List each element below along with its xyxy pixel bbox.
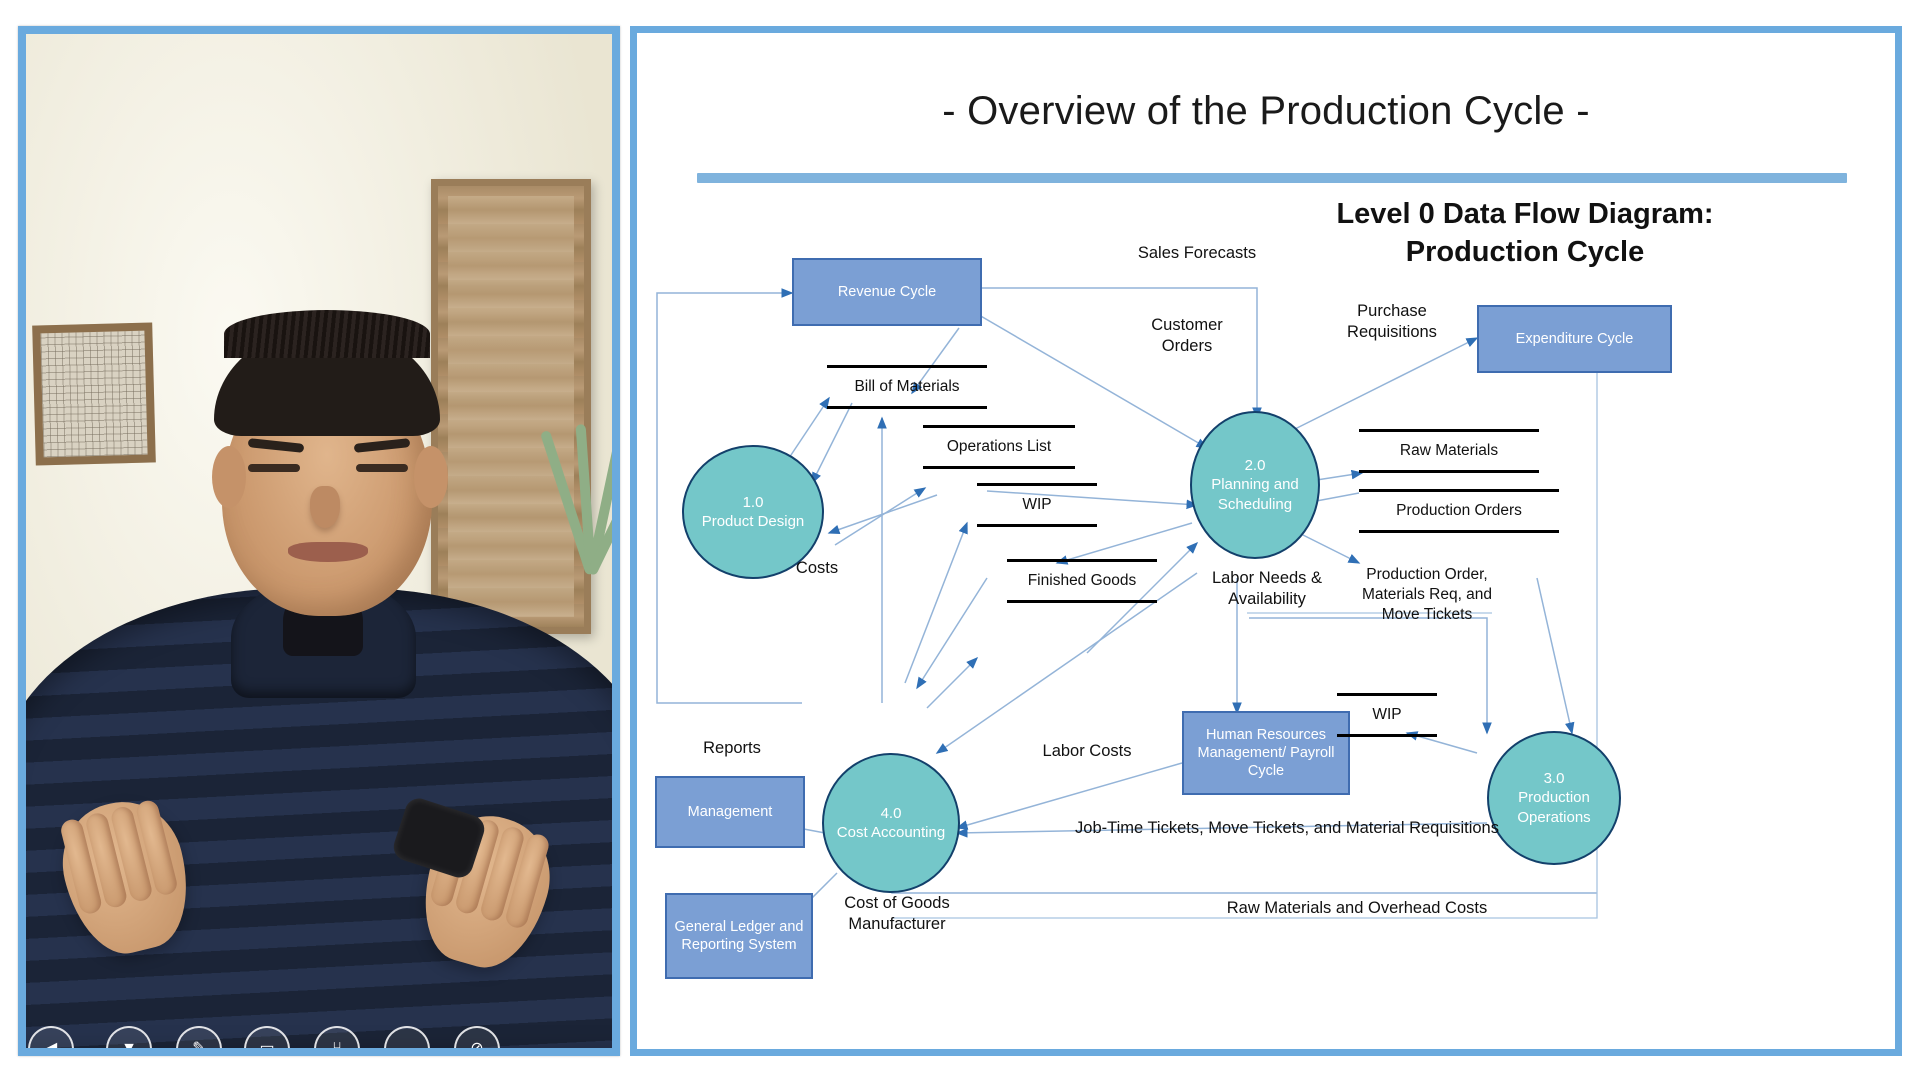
presentation-toolbar: ◀ ▼ ✎ ▭ ⑂ ⊘ xyxy=(26,1004,612,1048)
external-entity-general-ledger-label: General Ledger and Reporting System xyxy=(674,918,804,953)
data-store-wip-right[interactable]: WIP xyxy=(1337,693,1437,737)
flow-label-sales-forecasts: Sales Forecasts xyxy=(1137,244,1257,262)
data-store-operations-list[interactable]: Operations List xyxy=(923,425,1075,469)
process-cost-accounting[interactable]: 4.0 Cost Accounting xyxy=(822,753,960,893)
process-4-number: 4.0 xyxy=(880,804,902,822)
flow-label-purchase-requisitions: Purchase Requisitions xyxy=(1347,302,1437,342)
external-entity-revenue-cycle[interactable]: Revenue Cycle xyxy=(792,258,982,326)
data-store-operations-list-label: Operations List xyxy=(946,438,1052,455)
blank-button[interactable] xyxy=(384,1026,430,1048)
flow-label-raw-materials-overhead: Raw Materials and Overhead Costs xyxy=(1226,899,1488,917)
data-store-finished-goods-label: Finished Goods xyxy=(1027,572,1137,589)
process-3-number: 3.0 xyxy=(1543,769,1565,787)
process-4-name: Cost Accounting xyxy=(836,824,946,841)
presenter-ear-left xyxy=(212,446,246,508)
external-entity-general-ledger[interactable]: General Ledger and Reporting System xyxy=(665,893,813,979)
flow-label-production-order-materials: Production Order, Materials Req, and Mov… xyxy=(1361,566,1493,623)
process-product-design[interactable]: 1.0 Product Design xyxy=(682,445,824,579)
dfd-heading-line1: Level 0 Data Flow Diagram: xyxy=(1336,198,1714,230)
flow-label-reports: Reports xyxy=(703,739,761,757)
data-flow-diagram: Revenue Cycle Expenditure Cycle Human Re… xyxy=(637,233,1895,1049)
pointer-icon: ⑂ xyxy=(332,1041,342,1049)
presenter-eye-left xyxy=(248,464,300,472)
webcam-video-panel[interactable]: ◀ ▼ ✎ ▭ ⑂ ⊘ xyxy=(18,26,620,1056)
process-cost-accounting-label: 4.0 Cost Accounting xyxy=(837,804,945,843)
slide-title: - Overview of the Production Cycle - xyxy=(942,89,1590,133)
screen-icon: ▭ xyxy=(259,1041,274,1049)
flow-label-labor-costs: Labor Costs xyxy=(1042,742,1132,760)
data-store-wip-left-label: WIP xyxy=(1022,496,1052,513)
slide-panel[interactable]: - Overview of the Production Cycle - Lev… xyxy=(630,26,1902,1056)
flow-label-customer-orders: Customer Orders xyxy=(1151,316,1223,356)
flow-label-labor-needs: Labor Needs & Availability xyxy=(1211,569,1323,609)
data-store-production-orders[interactable]: Production Orders xyxy=(1359,489,1559,533)
title-divider xyxy=(697,173,1847,183)
presenter-hair xyxy=(214,310,440,436)
back-icon: ◀ xyxy=(45,1041,57,1049)
process-3-name: Production Operations xyxy=(1517,789,1591,826)
webcam-video-frame: ◀ ▼ ✎ ▭ ⑂ ⊘ xyxy=(26,34,612,1048)
data-store-raw-materials[interactable]: Raw Materials xyxy=(1359,429,1539,473)
data-store-production-orders-label: Production Orders xyxy=(1396,502,1522,519)
data-store-finished-goods[interactable]: Finished Goods xyxy=(1007,559,1157,603)
flow-label-cost-of-goods: Cost of Goods Manufacturer xyxy=(844,894,950,934)
flow-label-costs: Costs xyxy=(795,559,839,577)
process-2-name: Planning and Scheduling xyxy=(1211,476,1299,513)
data-store-raw-materials-label: Raw Materials xyxy=(1399,442,1499,459)
data-store-bill-of-materials-label: Bill of Materials xyxy=(854,378,960,395)
dfd-heading-line2: Production Cycle xyxy=(1405,236,1645,269)
play-icon: ▼ xyxy=(121,1041,137,1049)
presenter xyxy=(26,298,612,1048)
presenter-nose xyxy=(310,486,340,528)
back-button[interactable]: ◀ xyxy=(28,1026,74,1048)
diagram-connectors xyxy=(656,287,1598,935)
external-entity-revenue-cycle-label: Revenue Cycle xyxy=(837,283,937,300)
process-1-number: 1.0 xyxy=(742,493,764,511)
data-store-wip-left[interactable]: WIP xyxy=(977,483,1097,527)
external-entity-expenditure-cycle-label: Expenditure Cycle xyxy=(1515,330,1634,347)
slide-content: - Overview of the Production Cycle - Lev… xyxy=(637,33,1895,1049)
play-button[interactable]: ▼ xyxy=(106,1026,152,1048)
screen-button[interactable]: ▭ xyxy=(244,1026,290,1048)
presenter-ear-right xyxy=(414,446,448,508)
external-entity-management[interactable]: Management xyxy=(655,776,805,848)
external-entity-expenditure-cycle[interactable]: Expenditure Cycle xyxy=(1477,305,1672,373)
process-production-operations[interactable]: 3.0 Production Operations xyxy=(1487,731,1621,865)
process-planning-scheduling-label: 2.0 Planning and Scheduling xyxy=(1192,456,1318,515)
wood-panel-inner xyxy=(448,196,574,617)
flow-label-job-time-tickets: Job-Time Tickets, Move Tickets, and Mate… xyxy=(1075,819,1499,837)
pointer-button[interactable]: ⑂ xyxy=(314,1026,360,1048)
process-production-operations-label: 3.0 Production Operations xyxy=(1489,769,1619,828)
data-store-bill-of-materials[interactable]: Bill of Materials xyxy=(827,365,987,409)
process-1-name: Product Design xyxy=(701,513,805,530)
external-entity-hr-payroll[interactable]: Human Resources Management/ Payroll Cycl… xyxy=(1182,711,1350,795)
pen-icon: ✎ xyxy=(192,1041,205,1049)
external-entity-management-label: Management xyxy=(687,803,773,820)
options-icon: ⊘ xyxy=(470,1041,483,1049)
process-planning-scheduling[interactable]: 2.0 Planning and Scheduling xyxy=(1190,411,1320,559)
dfd-heading: Level 0 Data Flow Diagram: Production Cy… xyxy=(1215,195,1835,272)
presenter-mouth xyxy=(288,542,368,562)
process-product-design-label: 1.0 Product Design xyxy=(702,493,805,532)
process-2-number: 2.0 xyxy=(1244,456,1266,474)
options-button[interactable]: ⊘ xyxy=(454,1026,500,1048)
presenter-eye-right xyxy=(356,464,408,472)
data-store-wip-right-label: WIP xyxy=(1372,706,1402,723)
external-entity-hr-payroll-label: Human Resources Management/ Payroll Cycl… xyxy=(1197,726,1335,780)
pen-button[interactable]: ✎ xyxy=(176,1026,222,1048)
